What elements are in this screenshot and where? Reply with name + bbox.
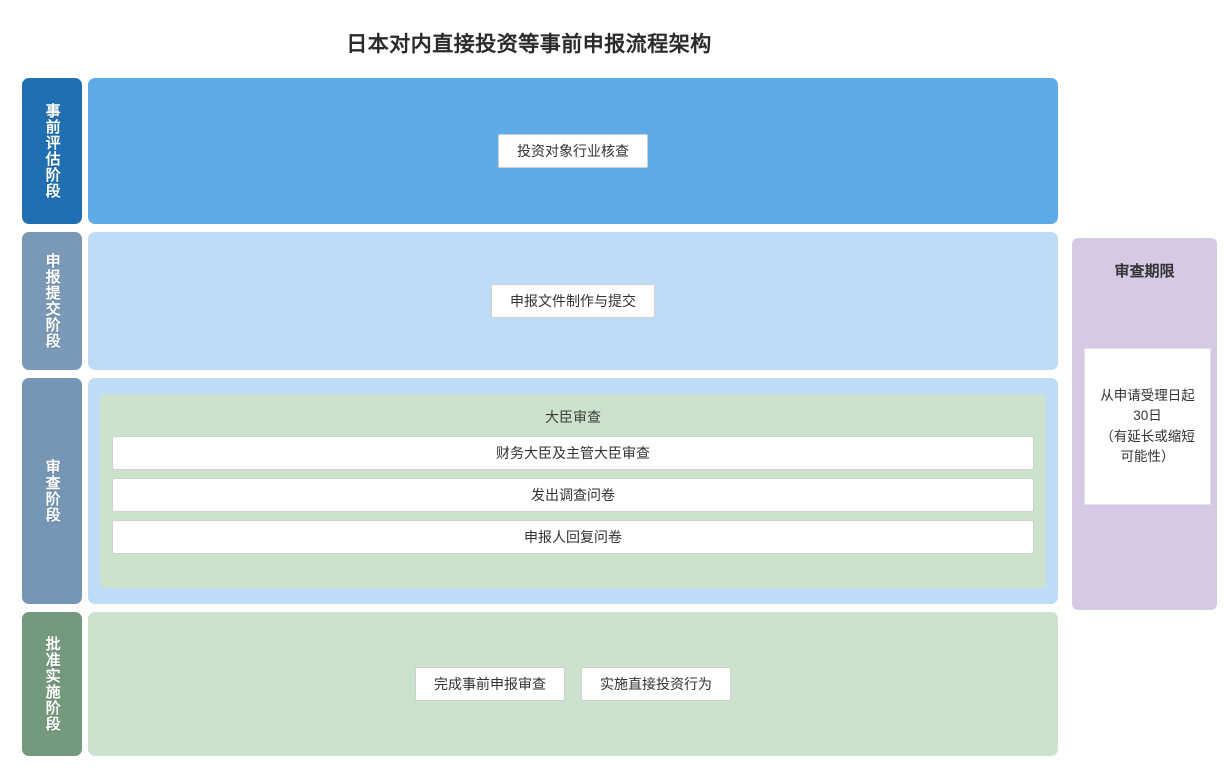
stage-body-review: 大臣审查 财务大臣及主管大臣审查 发出调查问卷 申报人回复问卷 — [88, 378, 1058, 604]
stage-label-submission: 申报提交阶段 — [22, 232, 82, 370]
node-applicant-reply[interactable]: 申报人回复问卷 — [112, 520, 1034, 554]
card-line-1: 从申请受理日起 — [1100, 388, 1195, 403]
node-minister-examination[interactable]: 财务大臣及主管大臣审查 — [112, 436, 1034, 470]
stage-label-assessment-text: 事前评估阶段 — [43, 103, 61, 199]
side-panel-review-deadline: 审查期限 从申请受理日起 30日 （有延长或缩短 可能性） — [1072, 238, 1217, 610]
node-industry-check[interactable]: 投资对象行业核查 — [498, 134, 648, 168]
card-line-4: 可能性） — [1120, 448, 1175, 464]
group-minister-review: 大臣审查 财务大臣及主管大臣审查 发出调查问卷 申报人回复问卷 — [100, 394, 1046, 588]
stage-label-approval: 批准实施阶段 — [22, 612, 82, 756]
group-title-minister-review: 大臣审查 — [545, 409, 601, 425]
side-panel-card-text: 从申请受理日起 30日 （有延长或缩短 可能性） — [1100, 386, 1195, 467]
group-items-minister-review: 财务大臣及主管大臣审查 发出调查问卷 申报人回复问卷 — [112, 436, 1034, 554]
stage-label-submission-text: 申报提交阶段 — [43, 253, 61, 349]
node-execute-investment[interactable]: 实施直接投资行为 — [581, 667, 731, 701]
stage-row-submission: 申报提交阶段 申报文件制作与提交 — [22, 232, 1058, 370]
approval-node-pair: 完成事前申报审查 实施直接投资行为 — [88, 667, 1058, 701]
node-filing-preparation[interactable]: 申报文件制作与提交 — [491, 284, 655, 318]
stage-row-approval: 批准实施阶段 完成事前申报审查 实施直接投资行为 — [22, 612, 1058, 756]
stage-label-review-text: 审查阶段 — [43, 459, 61, 523]
stage-label-assessment: 事前评估阶段 — [22, 78, 82, 224]
stage-body-approval: 完成事前申报审查 实施直接投资行为 — [88, 612, 1058, 756]
stage-label-review: 审查阶段 — [22, 378, 82, 604]
card-line-3: （有延长或缩短 — [1100, 428, 1195, 444]
node-send-questionnaire[interactable]: 发出调查问卷 — [112, 478, 1034, 512]
page-title: 日本对内直接投资等事前申报流程架构 — [346, 33, 712, 56]
stage-label-approval-text: 批准实施阶段 — [43, 636, 61, 732]
stage-body-submission: 申报文件制作与提交 — [88, 232, 1058, 370]
card-line-2: 30日 — [1133, 408, 1162, 424]
stage-body-assessment: 投资对象行业核查 — [88, 78, 1058, 224]
stage-row-review: 审查阶段 大臣审查 财务大臣及主管大臣审查 发出调查问卷 申报人回复问卷 — [22, 378, 1058, 604]
stage-row-assessment: 事前评估阶段 投资对象行业核查 — [22, 78, 1058, 224]
node-review-completed[interactable]: 完成事前申报审查 — [415, 667, 565, 701]
side-panel-title: 审查期限 — [1114, 263, 1175, 280]
side-panel-card: 从申请受理日起 30日 （有延长或缩短 可能性） — [1084, 348, 1211, 505]
